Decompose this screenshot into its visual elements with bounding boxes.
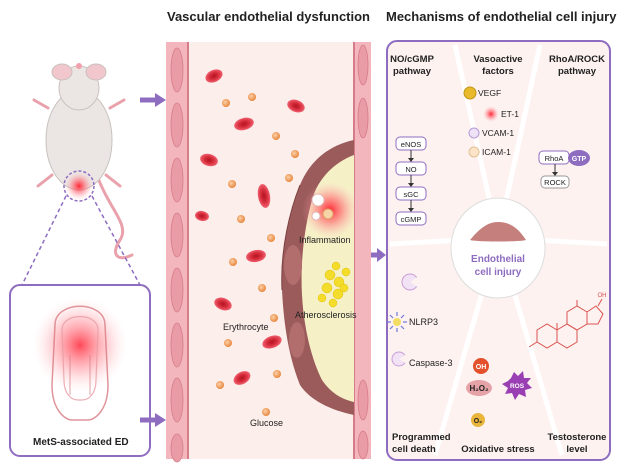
rock-label: ROCK: [544, 178, 566, 187]
vessel-panel: [166, 42, 371, 463]
death-title-1: Programmed: [392, 432, 451, 443]
gtp-label: GTP: [572, 156, 587, 163]
vasoactive-title-2: factors: [482, 66, 514, 77]
nocgmp-step-enos: eNOS: [401, 140, 421, 149]
death-title-2: cell death: [392, 444, 436, 455]
caspase3-label: Caspase-3: [409, 358, 453, 368]
testosterone-title-2: level: [566, 444, 587, 455]
erythrocyte-label: Erythrocyte: [223, 322, 269, 332]
cell-death-icons: [387, 273, 419, 367]
nocgmp-title-1: NO/cGMP: [390, 54, 434, 65]
et1-label: ET-1: [501, 109, 519, 119]
icam1-icon: [468, 146, 480, 158]
arrow-mid-head: [377, 248, 386, 262]
glucose-label: Glucose: [250, 418, 283, 428]
vcam1-label: VCAM-1: [482, 128, 514, 138]
rhoa-title-2: pathway: [558, 66, 597, 77]
rhoa-title-1: RhoA/ROCK: [549, 54, 605, 65]
nocgmp-flow: [395, 136, 427, 226]
inflammation-label: Inflammation: [299, 235, 351, 245]
oh-label: OH: [476, 364, 487, 371]
nocgmp-step-cgmp: cGMP: [401, 215, 422, 224]
mechanisms-heading: Mechanisms of endothelial cell injury: [386, 9, 617, 24]
vasoactive-title-1: Vasoactive: [473, 54, 522, 65]
h2o2-label: H₂O₂: [469, 384, 489, 393]
vegf-icon: [463, 86, 477, 100]
oh-group-label: OH: [598, 293, 607, 299]
testosterone-structure: [528, 298, 604, 349]
arrow-bottom-head: [155, 413, 166, 427]
oxidative-title: Oxidative stress: [461, 444, 534, 455]
arrow-top-head: [155, 93, 166, 107]
o2-label: O₂: [474, 418, 483, 425]
icam1-label: ICAM-1: [482, 147, 511, 157]
rhoa-flow: [538, 150, 590, 189]
vegf-label: VEGF: [478, 88, 501, 98]
rhoa-label: RhoA: [545, 154, 564, 163]
penis-cross-section: [32, 297, 128, 421]
oxidative-icons: [466, 358, 532, 427]
mechanisms-panel: [386, 40, 611, 461]
vascular-heading: Vascular endothelial dysfunction: [167, 9, 370, 24]
et1-icon: [483, 106, 499, 122]
vcam1-icon: [468, 127, 480, 139]
nocgmp-step-sgc: sGC: [404, 190, 420, 199]
atherosclerosis-label: Atherosclerosis: [295, 310, 357, 320]
center-line1: Endothelial: [471, 254, 525, 265]
testosterone-title-1: Testosterone: [548, 432, 607, 443]
zoom-line-left: [21, 195, 67, 286]
ros-label: ROS: [510, 383, 525, 390]
nlrp3-label: NLRP3: [409, 317, 438, 327]
center-line2: cell injury: [475, 267, 522, 278]
nocgmp-step-no: NO: [405, 165, 416, 174]
mouse-illustration: [32, 63, 134, 260]
ed-label: MetS-associated ED: [33, 437, 129, 448]
zoom-line-right: [91, 195, 141, 286]
nocgmp-title-2: pathway: [393, 66, 432, 77]
